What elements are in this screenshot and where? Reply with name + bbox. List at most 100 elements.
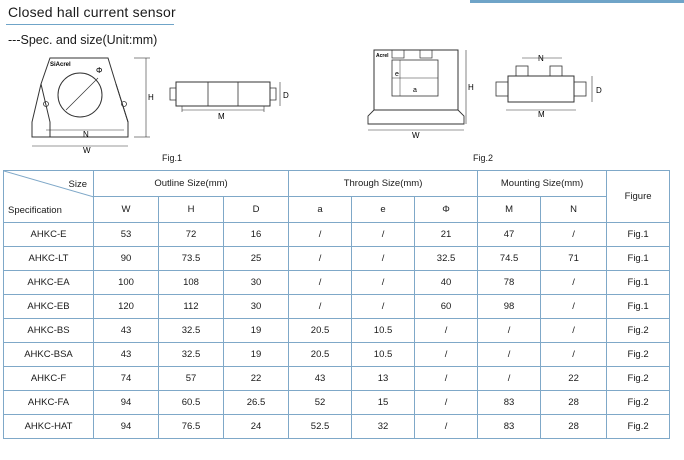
cell-e: / — [351, 246, 416, 271]
fig2-side-drawing: N M D — [495, 54, 602, 119]
cell-phi: 32.5 — [414, 246, 479, 271]
cell-e: 32 — [351, 414, 416, 439]
cell-spec: AHKC-E — [3, 222, 94, 247]
cell-a: / — [288, 222, 353, 247]
fig2-n-label: N — [538, 54, 544, 63]
cell-e: / — [351, 222, 416, 247]
fig1-d-label: D — [283, 91, 289, 100]
col-header-w: W — [93, 196, 159, 223]
fig2-e-label: e — [395, 71, 399, 78]
cell-d: 22 — [222, 366, 290, 391]
cell-d: 19 — [222, 342, 290, 367]
cell-m: 47 — [477, 222, 542, 247]
top-accent-rule — [470, 0, 684, 3]
cell-w: 100 — [93, 270, 159, 295]
group-outline-size: Outline Size(mm) — [92, 170, 290, 197]
cell-figure: Fig.2 — [606, 366, 671, 391]
col-header-n: N — [540, 196, 608, 223]
cell-h: 57 — [158, 366, 224, 391]
cell-m: 83 — [477, 390, 542, 415]
fig1-w-label: W — [83, 146, 91, 155]
cell-h: 32.5 — [158, 318, 224, 343]
cell-figure: Fig.1 — [606, 270, 671, 295]
cell-w: 43 — [93, 342, 159, 367]
cell-phi: 40 — [414, 270, 479, 295]
cell-d: 24 — [222, 414, 290, 439]
cell-e: / — [351, 294, 416, 319]
cell-n: 71 — [540, 246, 608, 271]
cell-spec: AHKC-HAT — [3, 414, 94, 439]
cell-spec: AHKC-BS — [3, 318, 94, 343]
cell-m: 74.5 — [477, 246, 542, 271]
cell-n: / — [540, 342, 608, 367]
col-header-h: H — [158, 196, 224, 223]
cell-phi: 21 — [414, 222, 479, 247]
cell-h: 60.5 — [158, 390, 224, 415]
cell-spec: AHKC-BSA — [3, 342, 94, 367]
page-title: Closed hall current sensor — [8, 4, 176, 20]
cell-e: 10.5 — [351, 342, 416, 367]
fig2-a-label: a — [413, 87, 417, 94]
cell-e: / — [351, 270, 416, 295]
col-header-m: M — [477, 196, 542, 223]
fig1-h-label: H — [148, 93, 154, 102]
cell-spec: AHKC-EA — [3, 270, 94, 295]
cell-w: 90 — [93, 246, 159, 271]
cell-d: 19 — [222, 318, 290, 343]
cell-d: 30 — [222, 270, 290, 295]
cell-a: 52 — [288, 390, 353, 415]
fig2-front-drawing: Acrel e a H W — [367, 49, 474, 140]
cell-h: 112 — [158, 294, 224, 319]
cell-w: 94 — [93, 390, 159, 415]
cell-h: 76.5 — [158, 414, 224, 439]
fig1-n-label: N — [83, 130, 89, 139]
cell-figure: Fig.2 — [606, 414, 671, 439]
fig1-caption: Fig.1 — [162, 153, 183, 163]
fig1-m-label: M — [218, 112, 225, 121]
cell-phi: 60 — [414, 294, 479, 319]
cell-figure: Fig.1 — [606, 246, 671, 271]
cell-m: / — [477, 318, 542, 343]
cell-figure: Fig.1 — [606, 222, 671, 247]
cell-d: 25 — [222, 246, 290, 271]
cell-m: / — [477, 342, 542, 367]
cell-a: 52.5 — [288, 414, 353, 439]
col-header-d: D — [222, 196, 290, 223]
cell-m: 83 — [477, 414, 542, 439]
cell-m: / — [477, 366, 542, 391]
cell-figure: Fig.2 — [606, 390, 671, 415]
cell-h: 108 — [158, 270, 224, 295]
cell-phi: / — [414, 318, 479, 343]
cell-figure: Fig.2 — [606, 342, 671, 367]
group-through-size: Through Size(mm) — [288, 170, 479, 197]
cell-a: 20.5 — [288, 342, 353, 367]
cell-figure: Fig.2 — [606, 318, 671, 343]
corner-cell: Size Specification — [3, 170, 94, 223]
cell-phi: / — [414, 366, 479, 391]
fig1-brand-label: SiAcrel — [50, 62, 71, 68]
cell-h: 32.5 — [158, 342, 224, 367]
cell-phi: / — [414, 390, 479, 415]
header-row-groups: Size Specification Outline Size(mm) Thro… — [3, 170, 671, 223]
figure-header: Figure — [606, 170, 671, 223]
cell-e: 13 — [351, 366, 416, 391]
fig2-brand-label: Acrel — [376, 53, 389, 59]
cell-w: 53 — [93, 222, 159, 247]
cell-w: 120 — [93, 294, 159, 319]
cell-phi: / — [414, 414, 479, 439]
fig2-w-label: W — [412, 131, 420, 140]
corner-size-label: Size — [68, 179, 87, 190]
cell-n: 28 — [540, 414, 608, 439]
cell-a: / — [288, 294, 353, 319]
cell-e: 15 — [351, 390, 416, 415]
fig1-side-drawing: M D — [169, 81, 289, 121]
cell-spec: AHKC-EB — [3, 294, 94, 319]
